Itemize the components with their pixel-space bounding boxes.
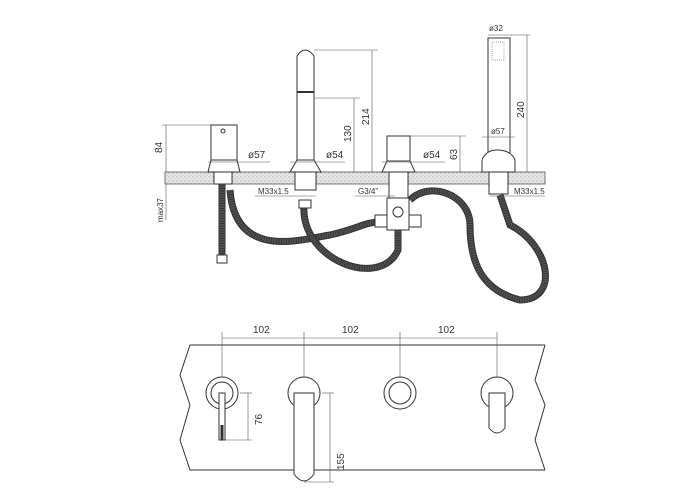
deck-outline <box>179 344 545 471</box>
dim-84: 84 <box>154 141 165 153</box>
dim-63: 63 <box>449 148 460 160</box>
deck-slab <box>164 171 546 185</box>
dim-130: 130 <box>343 125 354 142</box>
dim-dia-57-holder: ø57 <box>491 127 505 136</box>
spacing-1: 102 <box>253 325 270 336</box>
thread-spout: M33x1.5 <box>258 187 289 196</box>
dim-max37: max37 <box>156 197 165 222</box>
diverter <box>374 135 422 231</box>
hand-shower <box>481 37 516 195</box>
dim-dia-57: ø57 <box>248 150 266 161</box>
hoses <box>216 184 549 304</box>
top-components <box>205 376 514 482</box>
top-view: 102 102 102 76 155 <box>179 325 546 483</box>
top-labels: 102 102 102 76 155 <box>253 325 455 470</box>
dim-214: 214 <box>361 108 372 125</box>
thread-holder: M33x1.5 <box>514 187 545 196</box>
dim-dia-54-diverter: ø54 <box>423 150 441 161</box>
side-dimensions <box>162 34 545 220</box>
dim-76: 76 <box>254 413 265 425</box>
spacing-2: 102 <box>342 325 359 336</box>
dim-155: 155 <box>336 453 347 470</box>
dim-dia-54-spout: ø54 <box>326 150 344 161</box>
dim-240: 240 <box>516 101 527 118</box>
spacing-3: 102 <box>438 325 455 336</box>
bath-spout <box>289 49 322 209</box>
side-labels: 84 max37 ø57 ø54 130 214 ø54 63 ø32 240 … <box>154 24 545 222</box>
top-dimensions <box>221 332 498 483</box>
dim-dia-32: ø32 <box>489 24 503 33</box>
thread-diverter: G3/4" <box>358 187 378 196</box>
mixer-valve <box>207 124 241 185</box>
side-view: 84 max37 ø57 ø54 130 214 ø54 63 ø32 240 … <box>154 24 549 304</box>
